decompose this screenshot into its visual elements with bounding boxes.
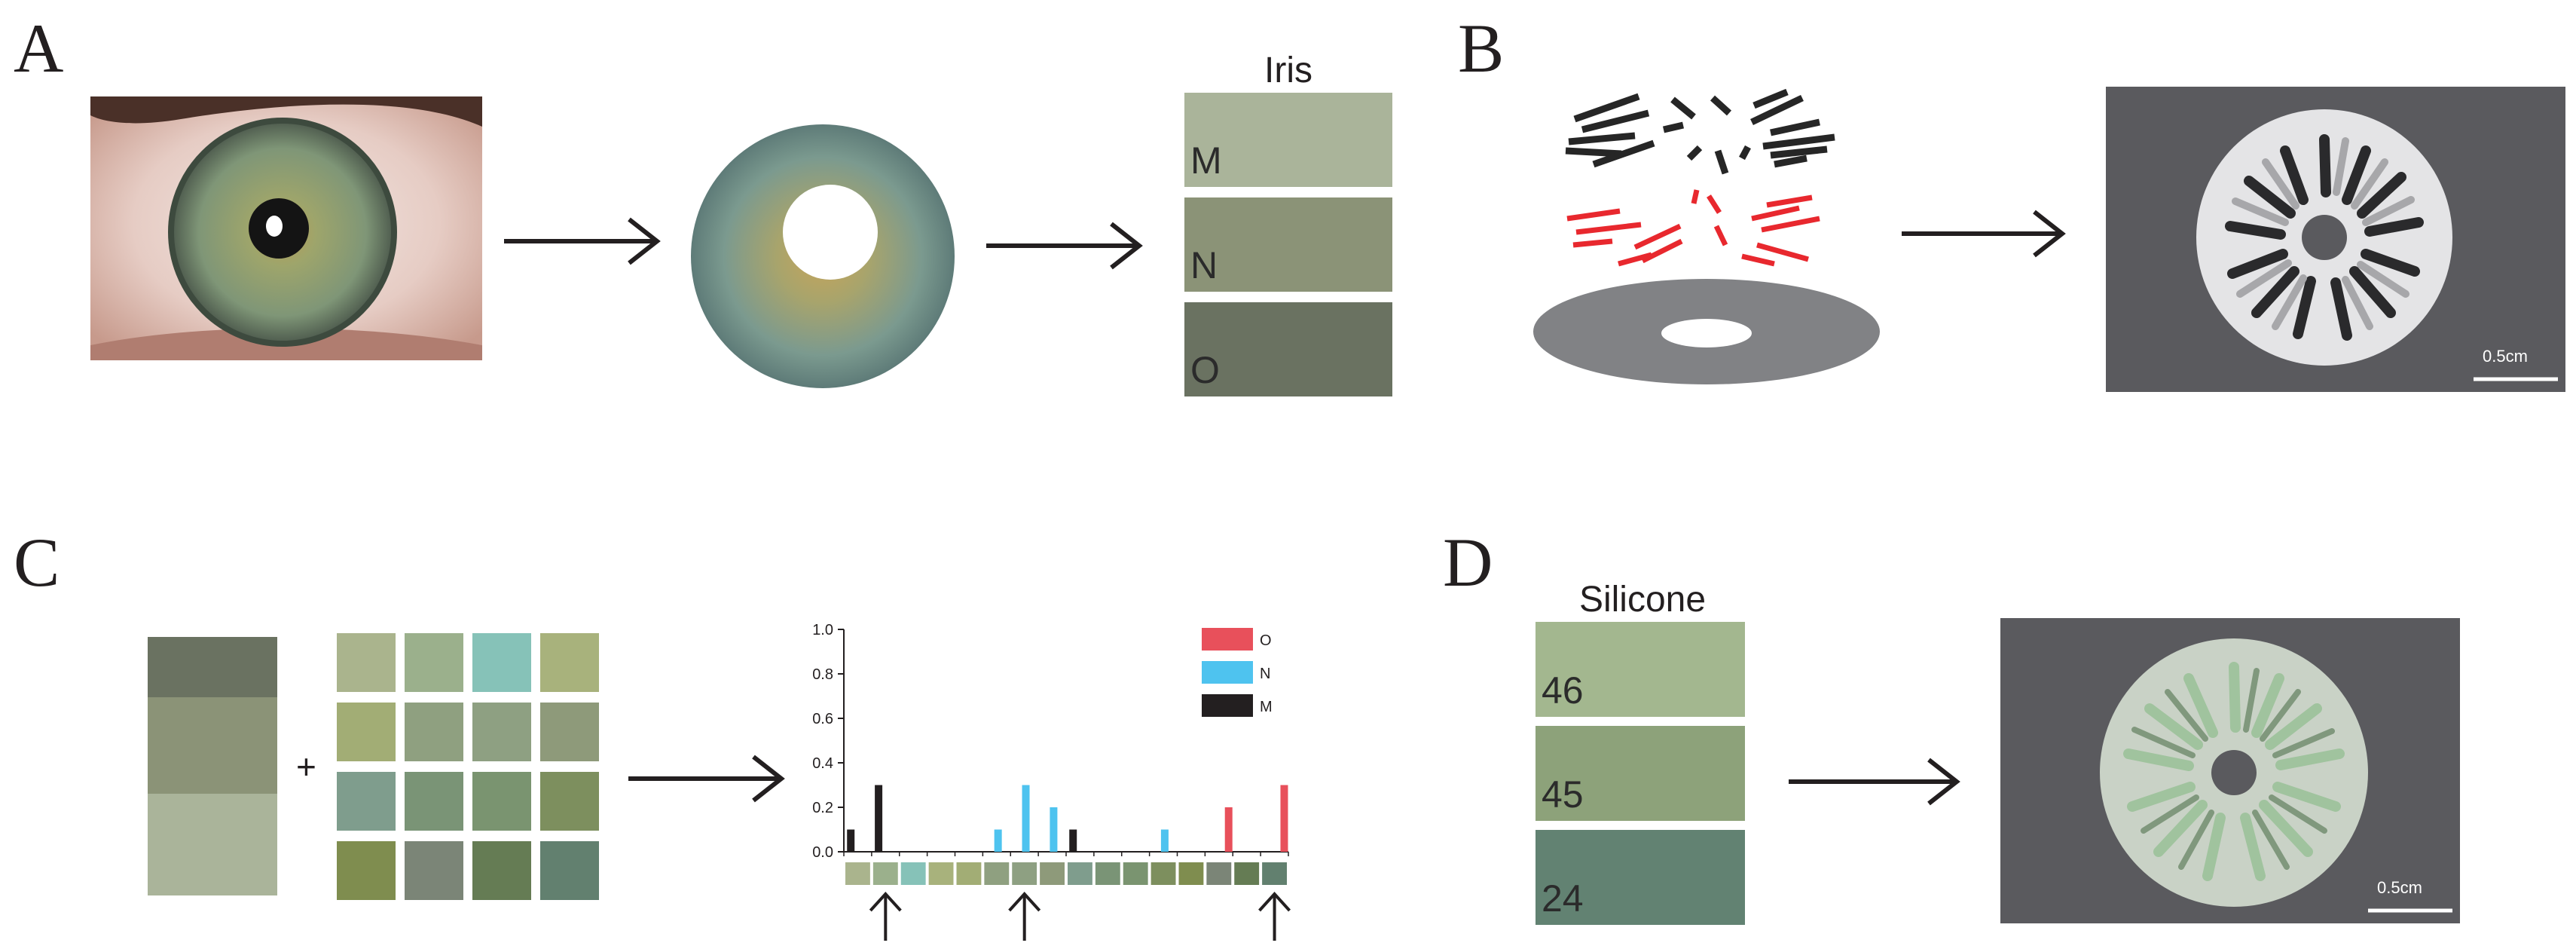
category-swatch — [1040, 862, 1065, 885]
iris-swatch: O — [1184, 302, 1392, 396]
legend-swatch-N — [1202, 661, 1253, 684]
palette-swatch — [472, 633, 531, 692]
category-swatch — [1206, 862, 1232, 885]
palette-swatch — [405, 633, 463, 692]
arrow-c — [628, 755, 785, 803]
arrow-d — [1789, 758, 1960, 806]
palette-swatch — [540, 772, 599, 831]
y-tick-label: 0.4 — [812, 755, 833, 772]
panel-letter-a: A — [14, 10, 64, 87]
silicone-swatch: 46 — [1536, 622, 1745, 717]
palette-swatch — [540, 633, 599, 692]
red-fibers — [1566, 189, 1820, 267]
palette-swatch — [472, 772, 531, 831]
palette-swatch — [540, 841, 599, 900]
bar-M — [847, 829, 855, 852]
palette-swatch — [472, 703, 531, 761]
selection-arrow-head — [1258, 892, 1291, 912]
color-match-bar-chart: 0.0 0.2 0.4 0.6 0.8 1.0O N M — [812, 622, 1291, 941]
category-swatch — [1068, 862, 1092, 885]
palette-swatch — [337, 772, 396, 831]
palette-swatch — [540, 703, 599, 761]
panel-letter-d: D — [1443, 524, 1493, 601]
arrow-a1 — [504, 217, 661, 265]
disc-hole — [1661, 319, 1752, 347]
printed-iris-photo-d: 0.5cm — [2000, 618, 2460, 923]
panel-letter-c: C — [14, 524, 60, 601]
palette-swatch — [405, 841, 463, 900]
scale-bar-label-d: 0.5cm — [2377, 878, 2422, 897]
dark-fibers — [1565, 88, 1835, 175]
category-swatch — [984, 862, 1010, 885]
category-swatch — [1095, 862, 1120, 885]
panel-letter-b: B — [1458, 10, 1505, 87]
plus-sign: + — [296, 747, 316, 786]
iris-swatch-label: N — [1190, 244, 1218, 286]
fiber-assembly-diagram — [1533, 88, 1880, 384]
iris-swatch: N — [1184, 197, 1392, 292]
y-tick-label: 1.0 — [812, 622, 833, 638]
silicone-swatch-label: 45 — [1542, 773, 1584, 816]
y-tick-label: 0.8 — [812, 666, 833, 683]
category-swatch — [845, 862, 870, 885]
category-swatch — [900, 862, 926, 885]
legend-label-N: N — [1260, 666, 1270, 682]
segmented-iris — [691, 124, 955, 388]
legend-label-O: O — [1260, 632, 1272, 649]
palette-swatch — [405, 703, 463, 761]
silicone-swatch-label: 24 — [1542, 877, 1584, 920]
category-swatch — [1150, 862, 1176, 885]
palette-swatch — [337, 703, 396, 761]
iris-swatch-label: O — [1190, 349, 1220, 391]
iris-swatch-label: M — [1190, 139, 1222, 182]
bar-O — [1280, 785, 1288, 852]
bar-N — [1050, 807, 1058, 852]
category-swatch — [1123, 862, 1148, 885]
arrow-a2 — [986, 222, 1143, 270]
category-swatch — [928, 862, 954, 885]
scale-bar-label-b: 0.5cm — [2483, 347, 2528, 366]
iris-stack-band — [148, 697, 277, 794]
category-swatch — [1012, 862, 1037, 885]
bar-N — [994, 829, 1002, 852]
category-swatch — [1262, 862, 1287, 885]
silicone-swatch: 45 — [1536, 726, 1745, 821]
silicone-swatch-label: 46 — [1542, 669, 1584, 712]
iris-stack-band — [148, 794, 277, 895]
category-swatch — [872, 862, 898, 885]
legend-swatch-M — [1202, 694, 1253, 717]
category-swatch — [956, 862, 982, 885]
y-tick-label: 0.0 — [812, 844, 833, 861]
selection-arrow-head — [869, 892, 902, 912]
category-swatch — [1178, 862, 1204, 885]
iris-title: Iris — [1264, 51, 1312, 90]
arrow-b — [1902, 210, 2066, 258]
bar-M — [875, 785, 883, 852]
palette-swatch — [337, 841, 396, 900]
y-tick-label: 0.2 — [812, 800, 833, 816]
bar-O — [1224, 807, 1233, 852]
legend-label-M: M — [1260, 699, 1273, 715]
silicone-title: Silicone — [1578, 580, 1707, 620]
palette-swatch — [472, 841, 531, 900]
bar-M — [1069, 829, 1077, 852]
legend-swatch-O — [1202, 628, 1253, 651]
eye-photo — [90, 96, 482, 360]
palette-swatch — [337, 633, 396, 692]
selection-arrow-head — [1008, 892, 1041, 912]
category-swatch — [1234, 862, 1260, 885]
palette-swatch — [405, 772, 463, 831]
y-tick-label: 0.6 — [812, 711, 833, 727]
bar-N — [1022, 785, 1030, 852]
iris-swatch: M — [1184, 93, 1392, 187]
bar-N — [1160, 829, 1169, 852]
silicone-swatch: 24 — [1536, 830, 1745, 925]
printed-iris-photo-b: 0.5cm — [2106, 87, 2565, 392]
iris-stack-band — [148, 637, 277, 697]
